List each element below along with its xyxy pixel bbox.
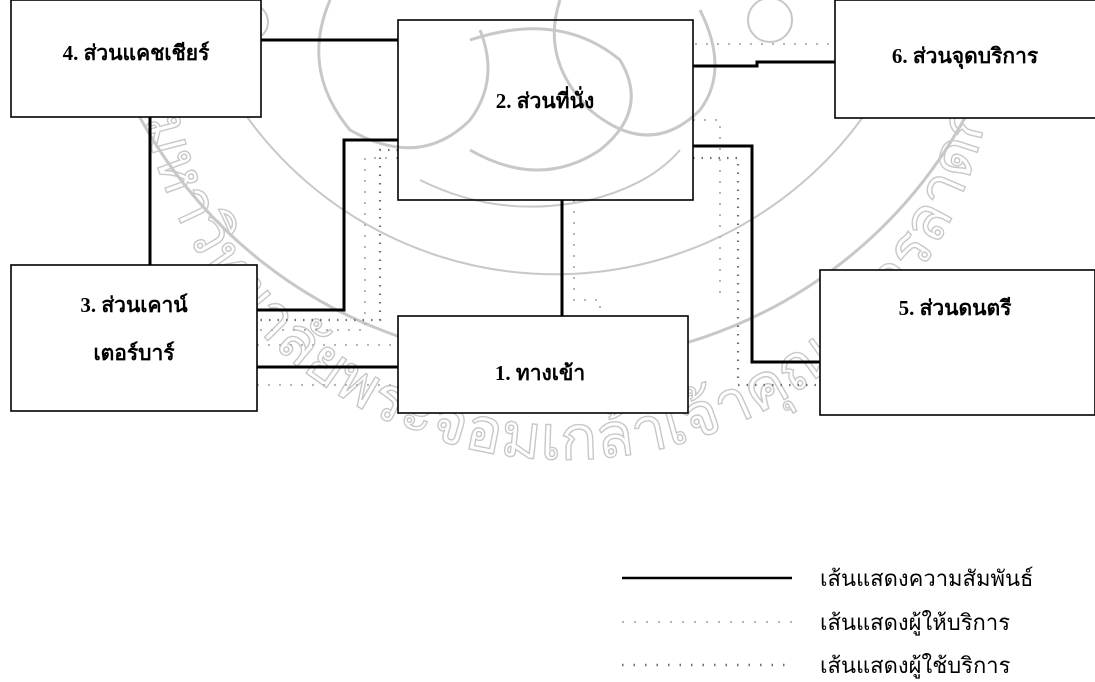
- user-lines: [257, 148, 820, 387]
- line-seating-service: [693, 60, 835, 68]
- legend-user-label: เส้นแสดงผู้ใช้บริการ: [820, 653, 1011, 679]
- legend-provider-label: เส้นแสดงผู้ให้บริการ: [820, 610, 1010, 636]
- zone-music: 5. ส่วนดนตรี: [819, 269, 1095, 416]
- zone-entrance-label: 1. ทางเข้า: [495, 361, 585, 385]
- zone-cashier-label: 4. ส่วนแคชเชียร์: [63, 41, 211, 65]
- zone-cashier: 4. ส่วนแคชเชียร์: [10, 0, 262, 118]
- zone-service-point-label: 6. ส่วนจุดบริการ: [892, 44, 1039, 70]
- line-seating-music: [693, 144, 820, 364]
- zone-counter-bar-label-line2: เตอร์บาร์: [93, 341, 175, 365]
- zone-service-point: 6. ส่วนจุดบริการ: [834, 0, 1095, 119]
- zone-seating: 2. ส่วนที่นั่ง: [397, 19, 694, 201]
- zone-entrance: 1. ทางเข้า: [397, 315, 689, 414]
- legend: เส้นแสดงความสัมพันธ์ เส้นแสดงผู้ให้บริกา…: [622, 566, 1033, 679]
- zone-seating-label: 2. ส่วนที่นั่ง: [496, 85, 594, 113]
- zone-music-label: 5. ส่วนดนตรี: [899, 296, 1013, 320]
- provider-lines: [257, 43, 835, 386]
- line-counter-seating: [257, 138, 398, 312]
- provider-seating-entrance: [573, 200, 601, 316]
- relationship-lines: [148, 38, 835, 369]
- zone-counter-bar-label-line1: 3. ส่วนเคาน์: [80, 293, 188, 317]
- user-seating-counter: [257, 148, 398, 322]
- zone-counter-bar: 3. ส่วนเคาน์ เตอร์บาร์: [10, 264, 258, 412]
- legend-relationship-label: เส้นแสดงความสัมพันธ์: [820, 566, 1033, 591]
